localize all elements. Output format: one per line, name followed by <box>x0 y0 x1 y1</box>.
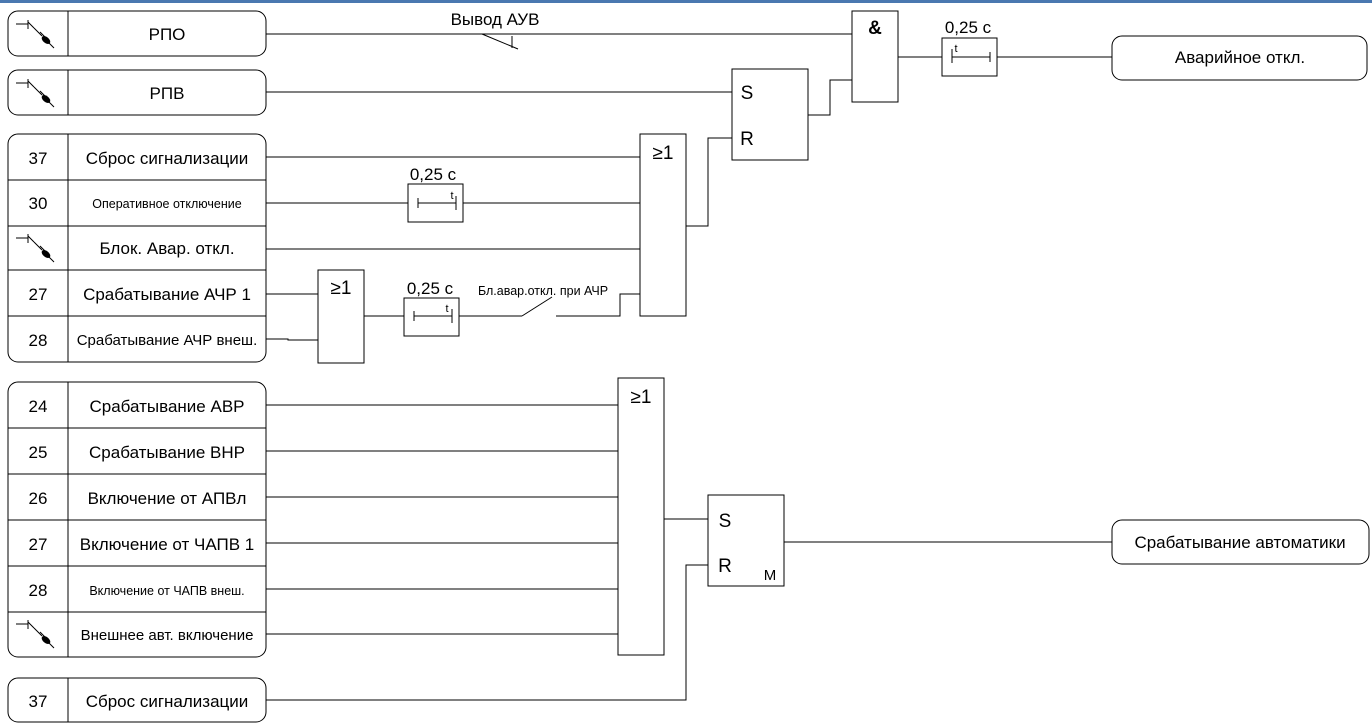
wire-achr-sw-out <box>556 293 640 317</box>
memory-mark: M <box>764 567 777 584</box>
input-label: Внешнее авт. включение <box>81 627 254 644</box>
input-label: Срабатывание АЧР внеш. <box>77 332 258 349</box>
input-number: 37 <box>29 149 48 168</box>
input-label: Оперативное отключение <box>92 197 241 211</box>
input-number: 25 <box>29 443 48 462</box>
input-number: 26 <box>29 489 48 508</box>
top-border-line <box>0 0 1372 3</box>
timer-t: t <box>954 43 957 55</box>
wire-or-to-r <box>686 137 732 227</box>
output-automation: Срабатывание автоматики <box>1111 519 1370 565</box>
input-group-automation: 24 Срабатывание АВР 25 Срабатывание ВНР … <box>7 381 267 658</box>
wire-reset-2 <box>266 564 708 701</box>
set-input: S <box>741 83 754 104</box>
plug-icon <box>16 79 55 108</box>
wire-sr-to-and <box>808 79 852 116</box>
output-label: Аварийное откл. <box>1175 48 1305 67</box>
timer-delay-label: 0,25 с <box>410 165 457 184</box>
reset-input: R <box>740 129 754 150</box>
or-symbol: ≥1 <box>331 278 352 299</box>
input-number: 37 <box>29 692 48 711</box>
input-number: 24 <box>29 397 48 416</box>
input-label: Сброс сигнализации <box>86 149 249 168</box>
sr-trigger-top: S R <box>731 68 809 161</box>
switch-label-auv: Вывод АУВ <box>451 10 540 29</box>
switch-label-achr: Бл.авар.откл. при АЧР <box>478 284 608 298</box>
or-symbol: ≥1 <box>653 143 674 164</box>
plug-icon <box>16 620 55 649</box>
sr-trigger-memory: S R M <box>707 494 785 587</box>
wire-rpo <box>266 33 852 50</box>
timer-t: t <box>450 190 453 202</box>
timer-delay-label: 0,25 с <box>945 18 992 37</box>
input-label: Включение от АПВл <box>88 489 247 508</box>
wire-achr-ext <box>266 338 318 341</box>
input-label: Сброс сигнализации <box>86 692 249 711</box>
set-input: S <box>719 511 732 532</box>
input-label: Срабатывание ВНР <box>89 443 245 462</box>
achr-switch-blade <box>521 296 553 317</box>
input-label: Срабатывание АВР <box>90 397 245 416</box>
input-number: 27 <box>29 535 48 554</box>
plug-icon <box>16 20 55 49</box>
or-gate-achr: ≥1 <box>317 269 365 364</box>
input-number: 30 <box>29 194 48 213</box>
input-label: Срабатывание АЧР 1 <box>83 285 251 304</box>
input-rpv: РПВ <box>7 69 267 116</box>
output-emergency: Аварийное откл. <box>1111 35 1368 81</box>
output-label: Срабатывание автоматики <box>1134 533 1345 552</box>
reset-input: R <box>718 556 732 577</box>
input-rpo: РПО <box>7 10 267 57</box>
input-label: РПВ <box>150 84 185 103</box>
timer-output: t <box>941 37 998 77</box>
timer-delay-label: 0,25 с <box>407 279 454 298</box>
timer-t: t <box>445 303 448 315</box>
input-number: 28 <box>29 331 48 350</box>
or-gate-main: ≥1 <box>639 133 687 317</box>
timer-oper: t <box>407 183 464 223</box>
input-label: РПО <box>149 25 186 44</box>
input-number: 28 <box>29 581 48 600</box>
input-reset-signal-2: 37 Сброс сигнализации <box>7 677 267 723</box>
and-gate: & <box>851 10 899 103</box>
input-label: Блок. Авар. откл. <box>99 239 234 258</box>
and-symbol: & <box>868 18 882 39</box>
or-symbol: ≥1 <box>631 387 652 408</box>
timer-achr: t <box>403 297 460 337</box>
plug-icon <box>16 234 55 263</box>
input-number: 27 <box>29 285 48 304</box>
input-group-trip: 37 Сброс сигнализации 30 Оперативное отк… <box>7 133 267 363</box>
input-label: Включение от ЧАПВ 1 <box>80 535 254 554</box>
or-gate-automation: ≥1 <box>617 377 665 656</box>
input-label: Включение от ЧАПВ внеш. <box>89 584 244 598</box>
